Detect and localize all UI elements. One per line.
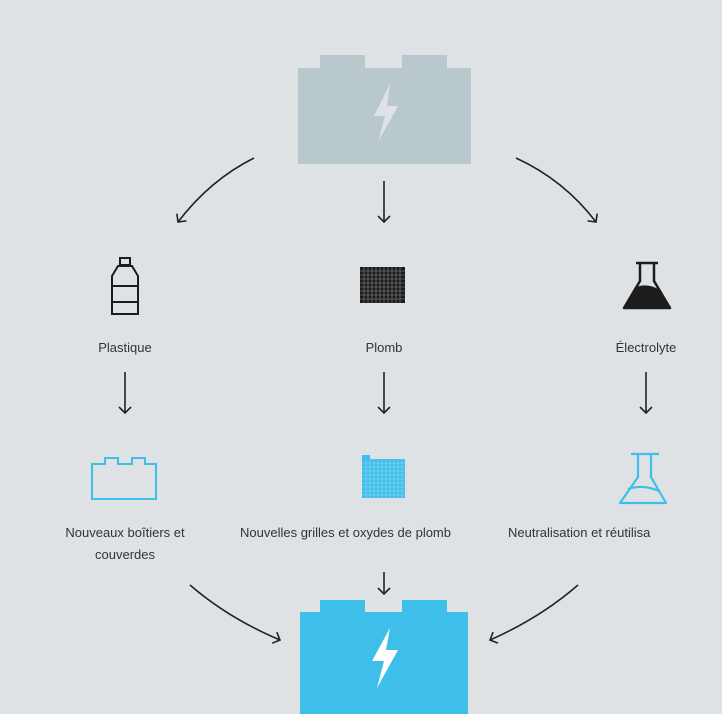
component-label-plastic: Plastique (98, 340, 152, 355)
bottom-arrows (189, 572, 579, 644)
lead-grid-blue-icon (362, 455, 405, 498)
flask-outline-icon (618, 452, 668, 505)
output-label-lead: Nouvelles grilles et oxydes de plomb (240, 525, 451, 540)
arrow-to-plastic (176, 157, 255, 223)
lead-grid-icon (360, 267, 405, 303)
component-label-electrolyte: Électrolyte (615, 340, 677, 355)
output-label-plastic-line1: Nouveaux boîtiers et (65, 525, 185, 540)
arrow-to-electrolyte (515, 157, 598, 223)
middle-arrows (118, 372, 653, 415)
new-battery-icon (300, 600, 468, 714)
arrow-cases-to-battery (189, 584, 282, 644)
flask-filled-icon (622, 261, 672, 310)
output-label-plastic-line2: couverdes (95, 547, 155, 562)
battery-case-outline-icon (91, 457, 157, 500)
arrow-neutralisation-to-battery (488, 584, 579, 644)
top-arrows (176, 157, 598, 224)
old-battery-icon (298, 55, 471, 164)
component-label-lead: Plomb (365, 340, 403, 355)
plastic-bottle-icon (111, 257, 139, 315)
output-label-electrolyte: Neutralisation et réutilisa (508, 525, 651, 540)
